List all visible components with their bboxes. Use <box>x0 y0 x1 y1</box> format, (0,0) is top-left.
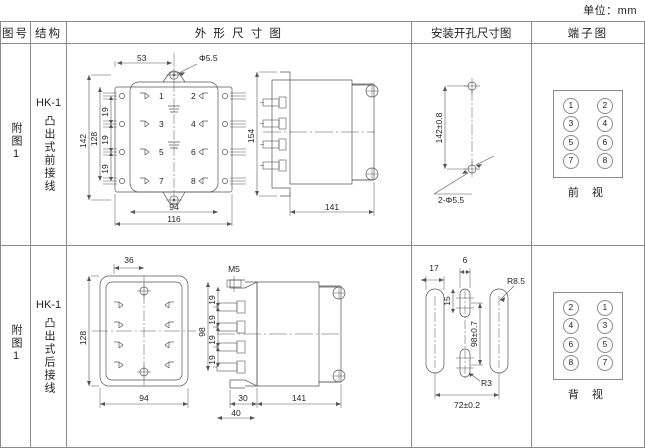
terminal-pin: 6 <box>596 134 613 151</box>
unit-note: 单位：mm <box>583 5 637 17</box>
terminal-pin: 2 <box>562 299 579 316</box>
cell-structure-1: HK-1 凸出式前接线 <box>30 43 68 246</box>
terminal-num-5: 5 <box>159 147 164 157</box>
terminal-pin: 5 <box>562 134 579 151</box>
dim-6: 6 <box>462 255 467 265</box>
dim-phi55: Φ5.5 <box>199 53 218 63</box>
dim-19-r2a: 19 <box>207 295 217 305</box>
cutout-drawing-1: 142±0.8 2-Φ5.5 <box>412 44 531 245</box>
terminal-pin: 8 <box>596 153 613 170</box>
header-terminal-diagram: 端子图 <box>530 21 645 44</box>
terminal-caption-1: 前 视 <box>567 186 608 199</box>
terminal-pin: 4 <box>562 318 579 335</box>
dim-2-phi55: 2-Φ5.5 <box>438 195 464 205</box>
terminal-pin: 8 <box>562 355 579 372</box>
dim-72-tol: 72±0.2 <box>454 400 480 410</box>
dim-116: 116 <box>167 214 181 224</box>
table-row: 附图1 HK-1 凸出式后接线 <box>0 245 645 448</box>
terminal-pin: 7 <box>596 355 613 372</box>
terminal-pin: 3 <box>562 116 579 133</box>
dim-19-r2b: 19 <box>207 315 217 325</box>
dim-r3: R3 <box>481 378 492 388</box>
header-cutout-drawing: 安装开孔尺寸图 <box>410 21 532 44</box>
dim-19-r2d: 19 <box>207 355 217 365</box>
dim-r85: R8.5 <box>507 276 525 286</box>
terminal-num-8: 8 <box>191 176 196 186</box>
terminal-num-6: 6 <box>191 147 196 157</box>
terminal-num-1: 1 <box>159 91 164 101</box>
dim-m5: M5 <box>228 264 240 274</box>
dim-98-tol: 98±0.7 <box>469 321 479 347</box>
dim-128-r2: 128 <box>78 331 88 345</box>
terminal-num-4: 4 <box>191 119 196 129</box>
terminal-caption-2: 背 视 <box>567 388 608 401</box>
dim-142-tol: 142±0.8 <box>434 112 444 143</box>
cell-terminal-2: 2 4 6 8 1 3 5 7 背 视 <box>530 245 645 448</box>
cell-terminal-1: 1 3 5 7 2 4 6 8 前 视 <box>530 43 645 246</box>
dim-30: 30 <box>238 393 248 403</box>
cutout-drawing-2: 17 6 15 98±0.7 R8.5 R3 72±0.2 <box>412 246 531 447</box>
spec-table: 图号 结构 外 形 尺 寸 图 安装开孔尺寸图 端子图 附图1 HK-1 凸出式… <box>0 21 645 448</box>
outline-drawing-2: 36 128 94 M5 98 19 19 19 19 30 40 141 <box>67 246 411 447</box>
cell-cutout-2: 17 6 15 98±0.7 R8.5 R3 72±0.2 <box>410 245 532 448</box>
terminal-box-2: 2 4 6 8 1 3 5 7 <box>552 291 623 380</box>
cell-fig-no-2: 附图1 <box>0 245 32 448</box>
header-structure: 结构 <box>30 21 68 44</box>
terminal-pin: 6 <box>562 336 579 353</box>
dim-141: 141 <box>325 202 339 212</box>
dim-40: 40 <box>231 408 241 418</box>
terminal-column-left-1: 1 3 5 7 <box>562 97 579 170</box>
dim-142: 142 <box>78 134 88 148</box>
dim-53: 53 <box>137 53 147 63</box>
dim-17: 17 <box>429 263 439 273</box>
cell-cutout-1: 142±0.8 2-Φ5.5 <box>410 43 532 246</box>
dim-94: 94 <box>169 202 179 212</box>
terminal-num-2: 2 <box>191 91 196 101</box>
dim-19-a: 19 <box>100 107 110 117</box>
terminal-pin: 2 <box>596 97 613 114</box>
dim-19-r2c: 19 <box>207 335 217 345</box>
dim-94-r2: 94 <box>139 393 149 403</box>
dim-15: 15 <box>442 296 452 306</box>
cell-fig-no-1: 附图1 <box>0 43 32 246</box>
terminal-num-3: 3 <box>159 119 164 129</box>
terminal-column-right-1: 2 4 6 8 <box>596 97 613 170</box>
dim-128: 128 <box>89 132 99 146</box>
fig-no-label-1: 附图1 <box>10 122 23 162</box>
outline-drawing-1: 53 Φ5.5 142 128 19 19 19 94 116 154 141 … <box>67 44 411 245</box>
table-header-row: 图号 结构 外 形 尺 寸 图 安装开孔尺寸图 端子图 <box>0 21 645 44</box>
structure-code-1: HK-1 <box>36 96 62 109</box>
dim-154: 154 <box>246 129 256 143</box>
header-outline-drawing: 外 形 尺 寸 图 <box>66 21 412 44</box>
cell-outline-2: 36 128 94 M5 98 19 19 19 19 30 40 141 <box>66 245 412 448</box>
terminal-num-7: 7 <box>159 176 164 186</box>
terminal-pin: 3 <box>596 318 613 335</box>
cell-outline-1: 53 Φ5.5 142 128 19 19 19 94 116 154 141 … <box>66 43 412 246</box>
terminal-pin: 1 <box>562 97 579 114</box>
dim-141-r2: 141 <box>292 393 306 403</box>
terminal-pin: 5 <box>596 336 613 353</box>
structure-code-2: HK-1 <box>36 298 62 311</box>
cell-structure-2: HK-1 凸出式后接线 <box>30 245 68 448</box>
dim-19-b: 19 <box>100 135 110 145</box>
terminal-box-1: 1 3 5 7 2 4 6 8 <box>552 89 623 178</box>
terminal-column-left-2: 2 4 6 8 <box>562 299 579 372</box>
structure-type-1: 凸出式前接线 <box>43 114 56 193</box>
terminal-pin: 7 <box>562 153 579 170</box>
dim-19-c: 19 <box>100 164 110 174</box>
dim-36: 36 <box>124 255 134 265</box>
structure-type-2: 凸出式后接线 <box>43 316 56 395</box>
fig-no-label-2: 附图1 <box>10 324 23 364</box>
table-row: 附图1 HK-1 凸出式前接线 <box>0 43 645 246</box>
terminal-column-right-2: 1 3 5 7 <box>596 299 613 372</box>
terminal-pin: 4 <box>596 116 613 133</box>
terminal-pin: 1 <box>596 299 613 316</box>
header-fig-no: 图号 <box>0 21 32 44</box>
dim-98: 98 <box>197 327 207 337</box>
